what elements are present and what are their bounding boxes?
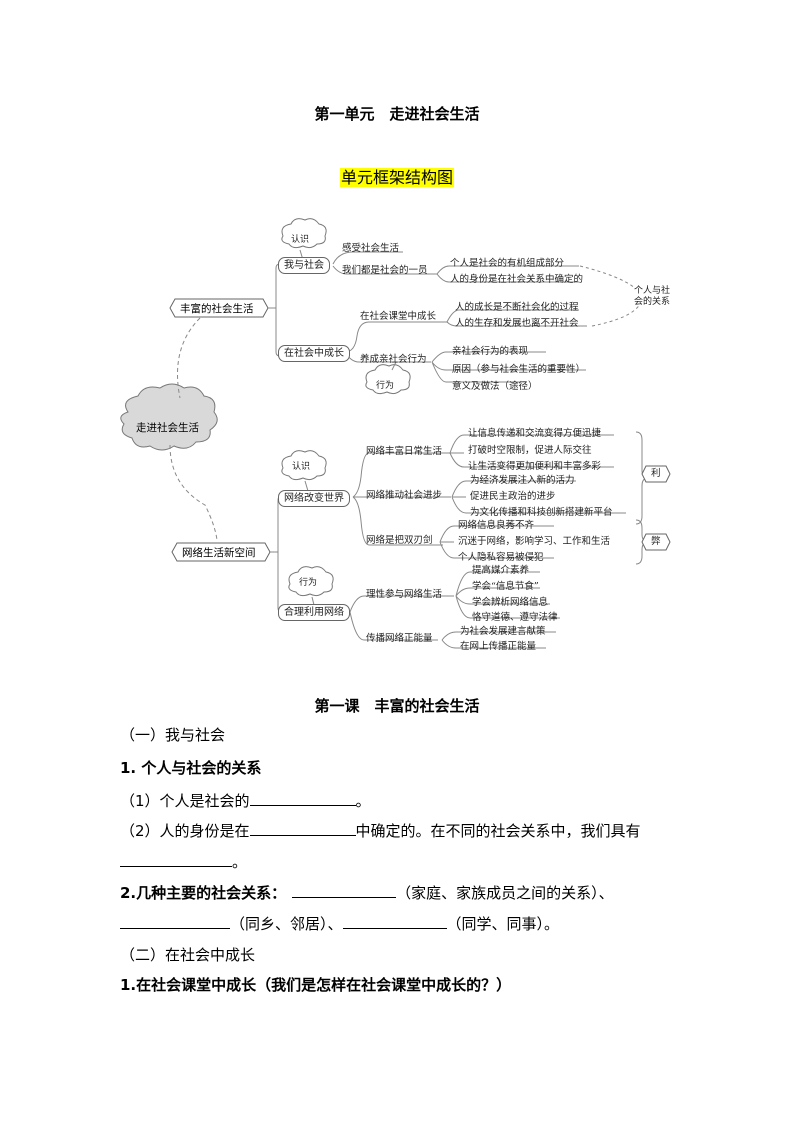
item-enrich-daily-life: 网络丰富日常生活 (366, 446, 443, 457)
center-node: 走进社会生活 (136, 422, 199, 434)
center-cloud (120, 383, 218, 451)
leaf-meaning: 意义及做法（途径） (452, 381, 538, 392)
leaf-a1: 打破时空限制，促进人际交往 (468, 445, 592, 456)
leaf-c2: 个人隐私容易被侵犯 (458, 552, 544, 563)
question-2-cont: （同乡、邻居）、（同学、同事）。 (120, 914, 559, 934)
item-double-edged: 网络是把双刃剑 (366, 535, 433, 546)
leaf-prosocial-performance: 亲社会行为的表现 (452, 346, 529, 357)
branch-node-network-space: 网络生活新空间 (182, 547, 256, 559)
blank-2a[interactable] (292, 883, 397, 898)
question-1-2: （2）人的身份是在中确定的。在不同的社会关系中，我们具有 (120, 821, 641, 840)
question-1-2-cont: 。 (120, 852, 247, 872)
annotation-relationship: 个人与社 会的关系 (634, 286, 671, 307)
mindmap-connectors (120, 218, 671, 649)
leaf-c1: 沉迷于网络，影响学习、工作和生活 (458, 536, 611, 547)
leaf-b1: 促进民主政治的进步 (470, 491, 556, 502)
framework-heading-wrap: 单元框架结构图 (0, 164, 794, 188)
blank-1-2a[interactable] (249, 821, 356, 836)
item-rational-participation: 理性参与网络生活 (366, 589, 443, 600)
leaf-organic-part: 个人是社会的有机组成部分 (450, 258, 565, 269)
node-grow-in-society: 在社会中成长 (278, 345, 350, 362)
cloud-recognition-2: 认识 (292, 462, 311, 472)
question-2: 2.几种主要的社会关系：（家庭、家族成员之间的关系）、 (120, 883, 614, 902)
leaf-d1: 学会“信息节食” (472, 581, 539, 592)
blank-2c[interactable] (342, 914, 447, 929)
item-feel-social-life: 感受社会生活 (342, 243, 400, 254)
blank-1-2b[interactable] (120, 852, 232, 867)
cloud-behavior-2: 行为 (299, 578, 318, 588)
lesson-title: 第一课 丰富的社会生活 (314, 697, 480, 715)
section-1-heading: （一）我与社会 (120, 726, 226, 744)
question-1-1: （1）个人是社会的。 (120, 791, 371, 810)
node-use-network-reasonably: 合理利用网络 (278, 604, 350, 621)
leaf-identity: 人的身份是在社会关系中确定的 (450, 274, 584, 285)
node-me-and-society: 我与社会 (278, 257, 330, 274)
unit-title: 第一单元 走进社会生活 (314, 105, 480, 123)
section-2-heading: （二）在社会中成长 (120, 946, 256, 964)
leaf-d2: 学会辨析网络信息 (472, 597, 549, 608)
cloud-recognition-1: 认识 (291, 235, 310, 245)
framework-heading: 单元框架结构图 (339, 168, 454, 187)
leaf-a2: 让生活变得更加便利和丰富多彩 (468, 461, 602, 472)
leaf-a0: 让信息传递和交流变得方便迅捷 (468, 428, 602, 439)
node-network-changes-world: 网络改变世界 (278, 490, 350, 507)
item-positive-energy: 传播网络正能量 (366, 633, 433, 644)
item-social-classroom: 在社会课堂中成长 (360, 311, 437, 322)
leaf-reason: 原因（参与社会生活的重要性） (452, 364, 586, 375)
leaf-b2: 为文化传播和科技创新搭建新平台 (470, 507, 613, 518)
question-3-title: 1.在社会课堂中成长（我们是怎样在社会课堂中成长的？） (120, 976, 512, 994)
con-label: 弊 (651, 536, 661, 547)
leaf-socialization: 人的成长是不断社会化的过程 (455, 302, 579, 313)
blank-2b[interactable] (120, 914, 230, 929)
item-member-of-society: 我们都是社会的一员 (342, 265, 428, 276)
pro-label: 利 (651, 468, 661, 479)
item-promote-progress: 网络推动社会进步 (366, 490, 443, 501)
cloud-behavior-1: 行为 (376, 381, 395, 391)
leaf-c0: 网络信息良莠不齐 (458, 520, 535, 531)
leaf-d3: 恪守道德、遵守法律 (472, 612, 558, 623)
question-1-title: 1. 个人与社会的关系 (120, 759, 262, 777)
leaf-d0: 提高媒介素养 (472, 565, 530, 576)
leaf-e1: 在网上传播正能量 (460, 641, 537, 652)
blank-1-1[interactable] (249, 791, 356, 806)
branch-node-rich-social-life: 丰富的社会生活 (180, 303, 254, 315)
leaf-e0: 为社会发展建言献策 (460, 626, 546, 637)
item-prosocial-behavior: 养成亲社会行为 (360, 354, 427, 365)
leaf-survival: 人的生存和发展也离不开社会 (455, 318, 579, 329)
leaf-b0: 为经济发展注入新的活力 (470, 475, 575, 486)
